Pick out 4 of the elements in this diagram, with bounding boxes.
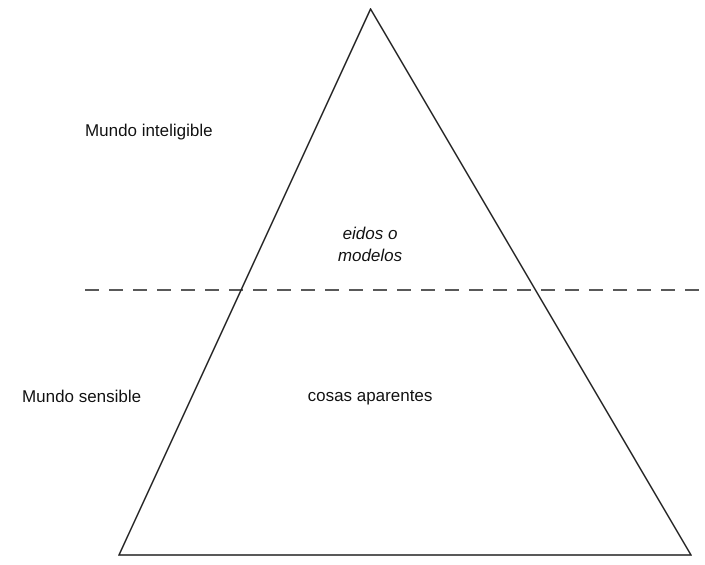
region-label: Mundo inteligible <box>85 120 213 142</box>
region-label: Mundo sensible <box>22 386 142 408</box>
upper-region-text: eidos o modelos <box>336 223 404 267</box>
lower-region-text: cosas aparentes <box>306 385 434 407</box>
